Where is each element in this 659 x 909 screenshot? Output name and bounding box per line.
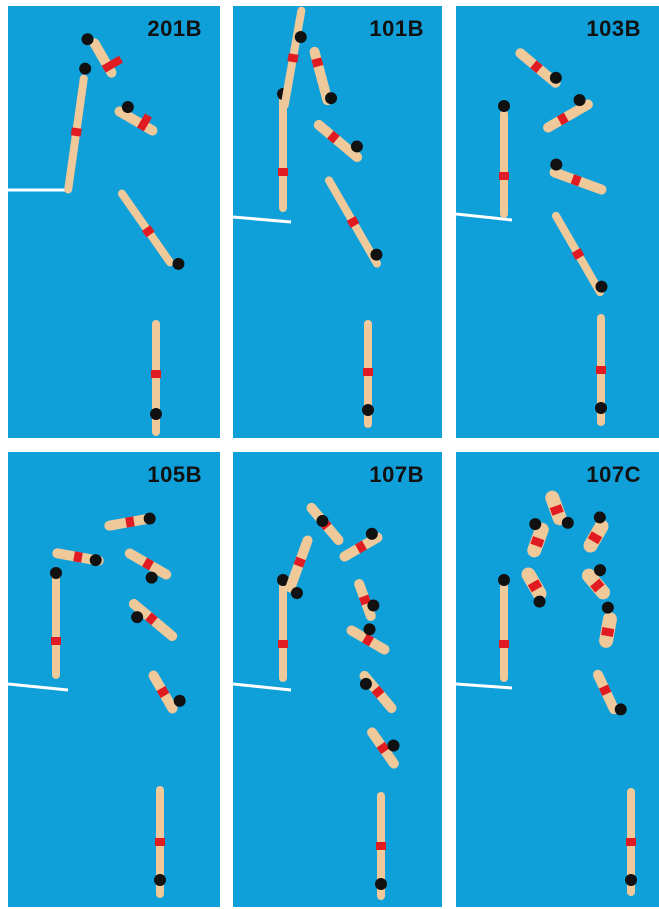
diver-figure [51, 547, 104, 568]
diver-figure [591, 665, 628, 719]
diver-figure [579, 559, 621, 603]
dive-sequence-illustration [8, 452, 220, 907]
diver-figure [577, 509, 614, 555]
diver-figure [595, 314, 607, 426]
diver-figure [353, 575, 384, 622]
diving-board [456, 684, 512, 688]
diver-figure [312, 111, 370, 164]
dive-panel-107c: 107C [456, 452, 659, 907]
diver-figure [150, 320, 162, 436]
diver-figure [375, 792, 387, 900]
diver-figure [62, 62, 92, 194]
diver-figure [546, 157, 611, 196]
diver-figure [362, 320, 374, 428]
diving-board [233, 684, 291, 690]
dive-panel-101b: 101B [233, 6, 442, 438]
diver-figure [625, 788, 637, 896]
dive-sequence-illustration [8, 6, 220, 438]
diver-figure [116, 183, 187, 275]
dive-sequence-illustration [456, 6, 659, 438]
diver-figure [498, 100, 510, 218]
diver-figure [283, 534, 323, 601]
diver-figure [334, 525, 384, 564]
diver-figure [113, 97, 164, 137]
diver-figure [308, 44, 338, 106]
diver-figure [103, 512, 156, 533]
diver-figure [323, 172, 388, 270]
diving-board [8, 684, 68, 690]
dive-panel-103b: 103B [456, 6, 659, 438]
diving-board [233, 217, 291, 222]
diver-figure [121, 597, 179, 650]
diver-figure [154, 786, 166, 898]
diver-figure [354, 669, 399, 718]
diver-figure [543, 487, 575, 533]
diver-figure [365, 719, 410, 770]
diver-figure [279, 6, 312, 111]
diver-figure [516, 565, 552, 610]
diver-figure [537, 90, 595, 134]
diver-figure [498, 574, 510, 682]
diver-figure [50, 567, 62, 679]
dive-panel-105b: 105B [8, 452, 220, 907]
diver-figure [519, 516, 552, 559]
dive-panel-201b: 201B [8, 6, 220, 438]
dive-sequence-illustration [233, 6, 442, 438]
dive-panel-107b: 107B [233, 452, 442, 907]
diver-figure [595, 601, 620, 649]
diver-figure [513, 42, 566, 89]
diver-figure [147, 663, 189, 715]
dive-sequence-illustration [456, 452, 659, 907]
diver-figure [117, 547, 173, 591]
diver-figure [550, 207, 611, 298]
dive-sequence-illustration [233, 452, 442, 907]
